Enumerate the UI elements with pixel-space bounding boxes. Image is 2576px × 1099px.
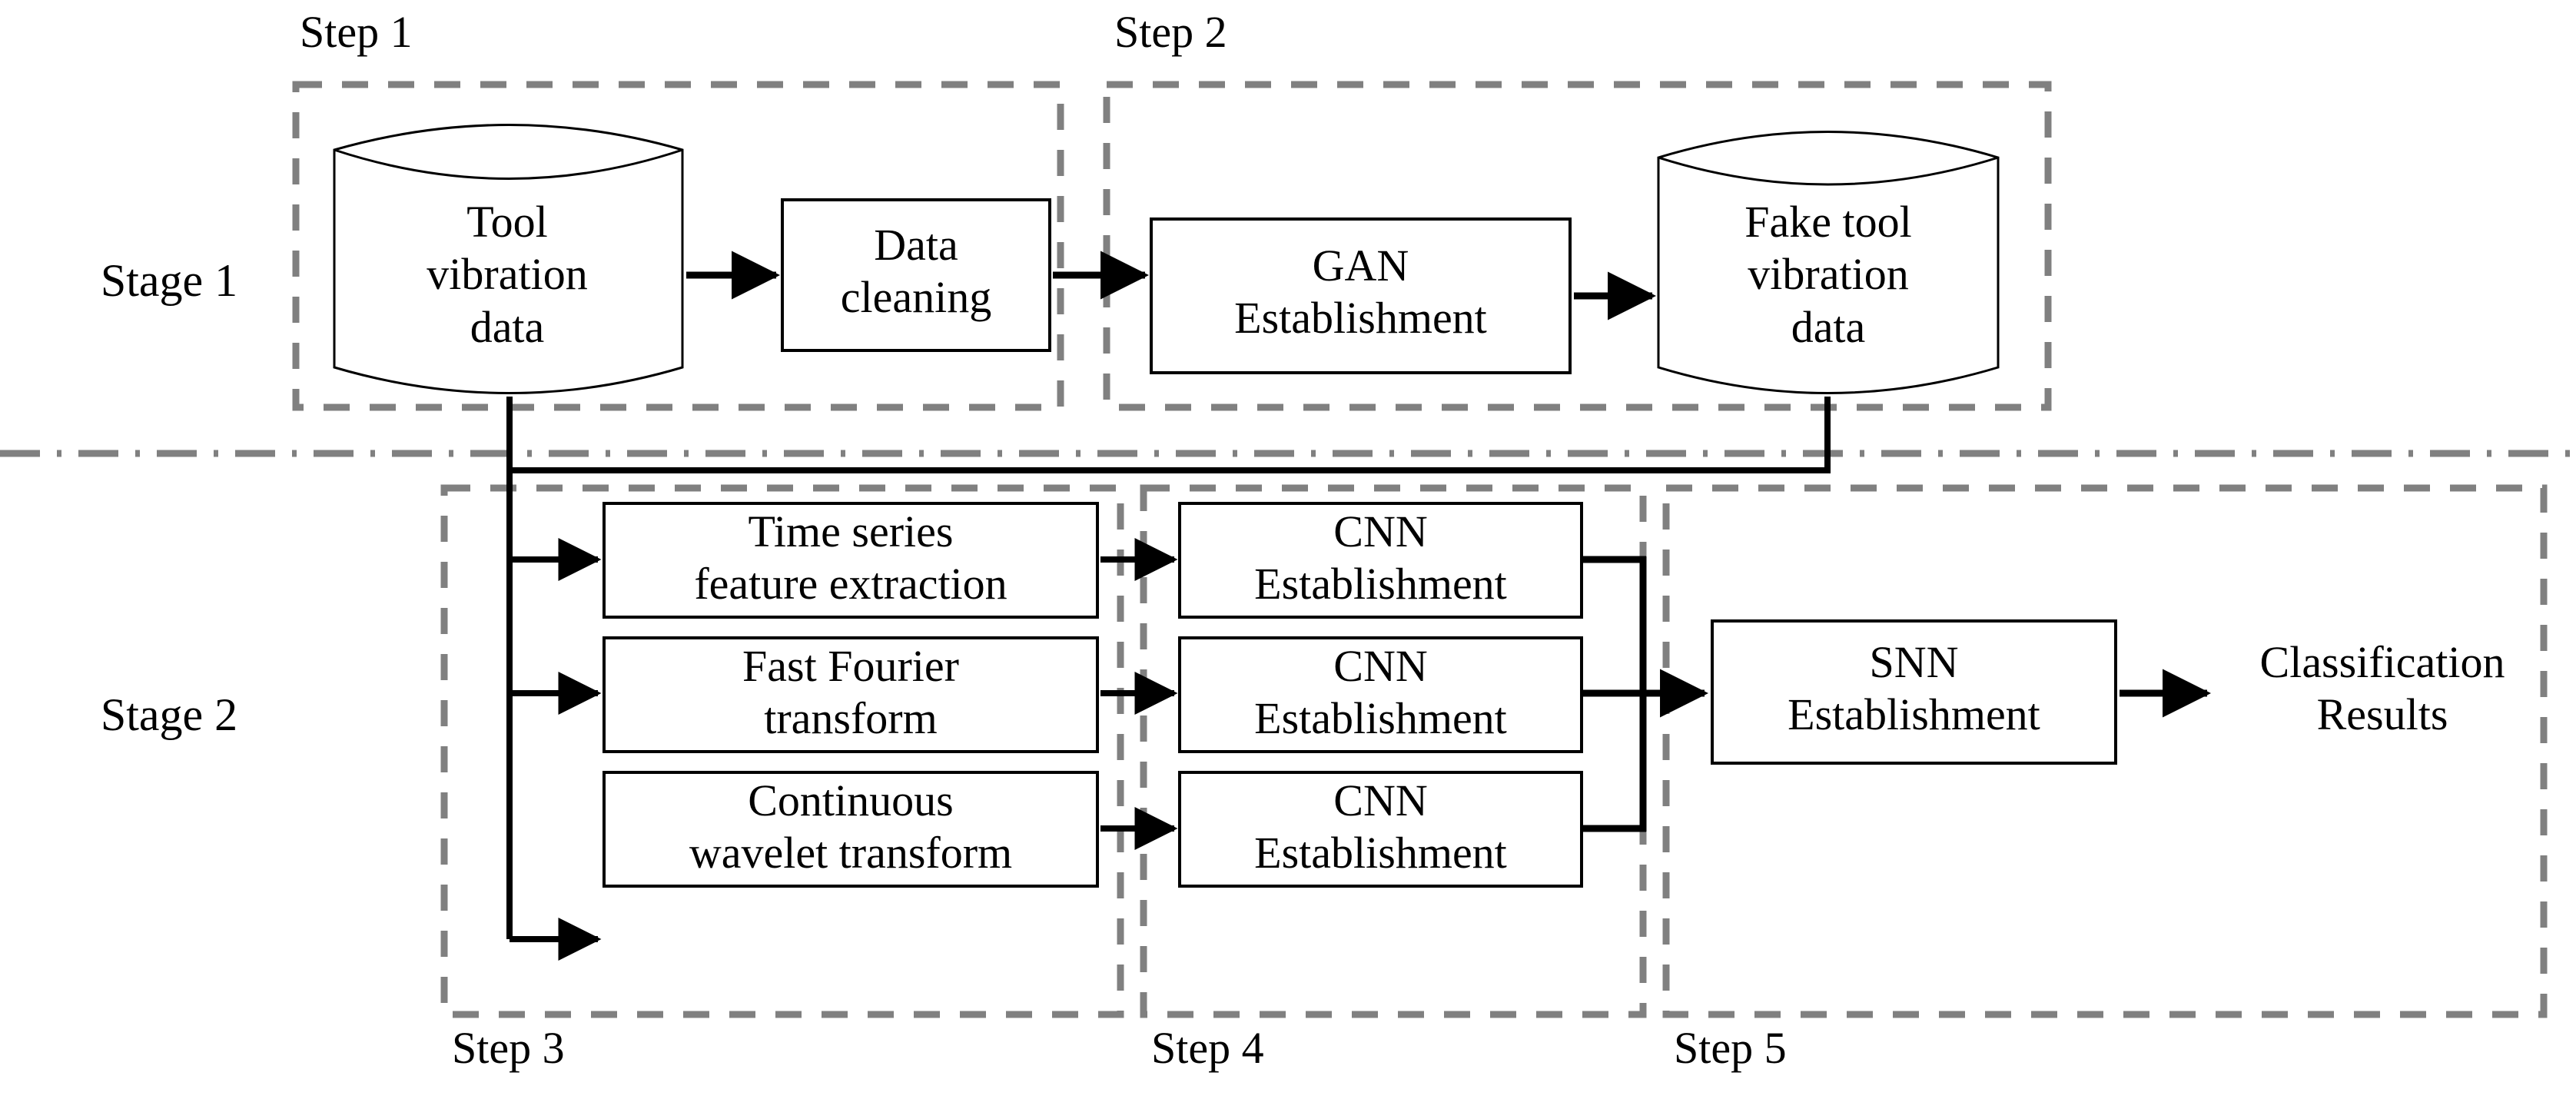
- fake-tool-vibration-data-cylinder: [1657, 131, 2000, 394]
- stage-2-label: Stage 2: [100, 689, 238, 740]
- fake-tool-vibration-data-label: Fake tool vibration data: [1744, 197, 1912, 352]
- cnn-establishment-2-box: [1178, 636, 1583, 753]
- step-3-label: Step 3: [452, 1023, 565, 1073]
- step-2-label: Step 2: [1114, 7, 1227, 57]
- cnn-establishment-3-label: CNN Establishment: [1254, 775, 1507, 878]
- step-1-group: [292, 81, 1064, 411]
- data-cleaning-label: Data cleaning: [840, 220, 992, 323]
- cnn-establishment-1-box: [1178, 502, 1583, 619]
- step-1-label: Step 1: [300, 7, 413, 57]
- stage-1-label: Stage 1: [100, 255, 238, 306]
- snn-establishment-box: [1711, 619, 2117, 765]
- step-3-group: [440, 484, 1124, 1018]
- tool-vibration-data-cylinder: [333, 124, 684, 394]
- tool-vibration-data-label: Tool vibration data: [427, 197, 588, 352]
- gan-establishment-box: [1150, 217, 1572, 374]
- classification-results-label: Classification Results: [2259, 637, 2505, 740]
- cnn-establishment-2-label: CNN Establishment: [1254, 641, 1507, 744]
- continuous-wavelet-transform-label: Continuous wavelet transform: [689, 775, 1013, 878]
- gan-establishment-label: GAN Establishment: [1234, 241, 1487, 344]
- step-2-group: [1103, 81, 2052, 411]
- time-series-feature-extraction-box: [603, 502, 1099, 619]
- data-cleaning-box: [781, 198, 1051, 352]
- continuous-wavelet-transform-box: [603, 771, 1099, 888]
- fast-fourier-transform-label: Fast Fourier transform: [742, 641, 959, 744]
- step-4-label: Step 4: [1151, 1023, 1264, 1073]
- cnn-establishment-1-label: CNN Establishment: [1254, 506, 1507, 609]
- fast-fourier-transform-box: [603, 636, 1099, 753]
- step-5-group: [1662, 484, 2548, 1018]
- cnn-establishment-3-box: [1178, 771, 1583, 888]
- time-series-feature-extraction-label: Time series feature extraction: [694, 506, 1007, 609]
- step-5-label: Step 5: [1674, 1023, 1787, 1073]
- snn-establishment-label: SNN Establishment: [1788, 637, 2040, 740]
